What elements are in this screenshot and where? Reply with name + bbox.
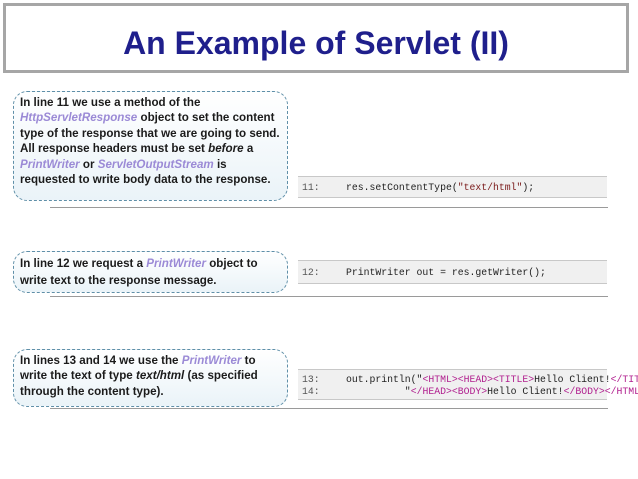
note-text: object to set the content type of the re… xyxy=(20,111,280,156)
line-number: 11: xyxy=(302,182,320,193)
code-text: " xyxy=(404,386,411,397)
note-text: In line 12 we request a xyxy=(20,257,147,270)
note-text: is requested to write body data to the r… xyxy=(20,157,271,187)
code-line-11: 11: res.setContentType("text/html"); xyxy=(298,176,607,198)
code-text: res.setContentType( xyxy=(346,182,458,193)
divider xyxy=(50,207,608,208)
code-row: 14: "</HEAD><BODY>Hello Client!</BODY></… xyxy=(302,386,638,397)
note-lines-13-14: In lines 13 and 14 we use the PrintWrite… xyxy=(13,349,288,407)
code-text: Hello Client! xyxy=(487,386,564,397)
class-name-servletoutputstream: ServletOutputStream xyxy=(97,157,214,171)
class-name-httpservletresponse: HttpServletResponse xyxy=(20,111,138,125)
code-text: ); xyxy=(522,182,535,193)
html-tag: </BODY></HTML> xyxy=(563,386,638,397)
html-tag: </TITLE> xyxy=(610,374,638,385)
code-row: 11: res.setContentType("text/html"); xyxy=(302,182,534,193)
code-row: 12: PrintWriter out = res.getWriter(); xyxy=(302,267,546,278)
note-text: to write the text of type xyxy=(20,354,256,383)
emphasis-before: before xyxy=(208,142,244,156)
html-tag: <HTML><HEAD><TITLE> xyxy=(422,374,535,385)
code-string: "text/html" xyxy=(457,182,523,193)
line-number: 14: xyxy=(302,386,320,397)
emphasis-content-type: text/html xyxy=(135,369,185,383)
code-text: Hello Client! xyxy=(534,374,611,385)
code-line-12: 12: PrintWriter out = res.getWriter(); xyxy=(298,260,607,284)
line-number: 13: xyxy=(302,374,320,385)
code-row: 13: out.println("<HTML><HEAD><TITLE>Hello… xyxy=(302,374,638,385)
code-lines-13-14: 13: out.println("<HTML><HEAD><TITLE>Hello… xyxy=(298,369,638,400)
divider xyxy=(50,296,608,297)
slide-title: An Example of Servlet (II) xyxy=(123,25,509,61)
code-indent xyxy=(346,386,405,397)
code-text: out.println(" xyxy=(346,374,423,385)
code-text: PrintWriter out = res.getWriter(); xyxy=(346,267,546,278)
html-tag: </HEAD><BODY> xyxy=(410,386,488,397)
class-name-printwriter: PrintWriter xyxy=(181,354,242,367)
title-bar: An Example of Servlet (II) xyxy=(3,3,629,73)
note-text: (as specified through the content type). xyxy=(20,369,258,398)
note-text: object to write text to the response mes… xyxy=(20,257,258,287)
note-text: In line 11 we use a method of the xyxy=(20,96,201,109)
class-name-printwriter: PrintWriter xyxy=(20,157,80,171)
note-text: a xyxy=(243,142,254,156)
divider xyxy=(50,408,608,409)
note-line-12: In line 12 we request a PrintWriter obje… xyxy=(13,251,288,293)
note-text: or xyxy=(79,157,98,171)
line-number: 12: xyxy=(302,267,320,278)
note-text: In lines 13 and 14 we use the xyxy=(20,354,182,367)
class-name-printwriter: PrintWriter xyxy=(146,257,206,270)
note-line-11: In line 11 we use a method of the HttpSe… xyxy=(13,91,288,201)
